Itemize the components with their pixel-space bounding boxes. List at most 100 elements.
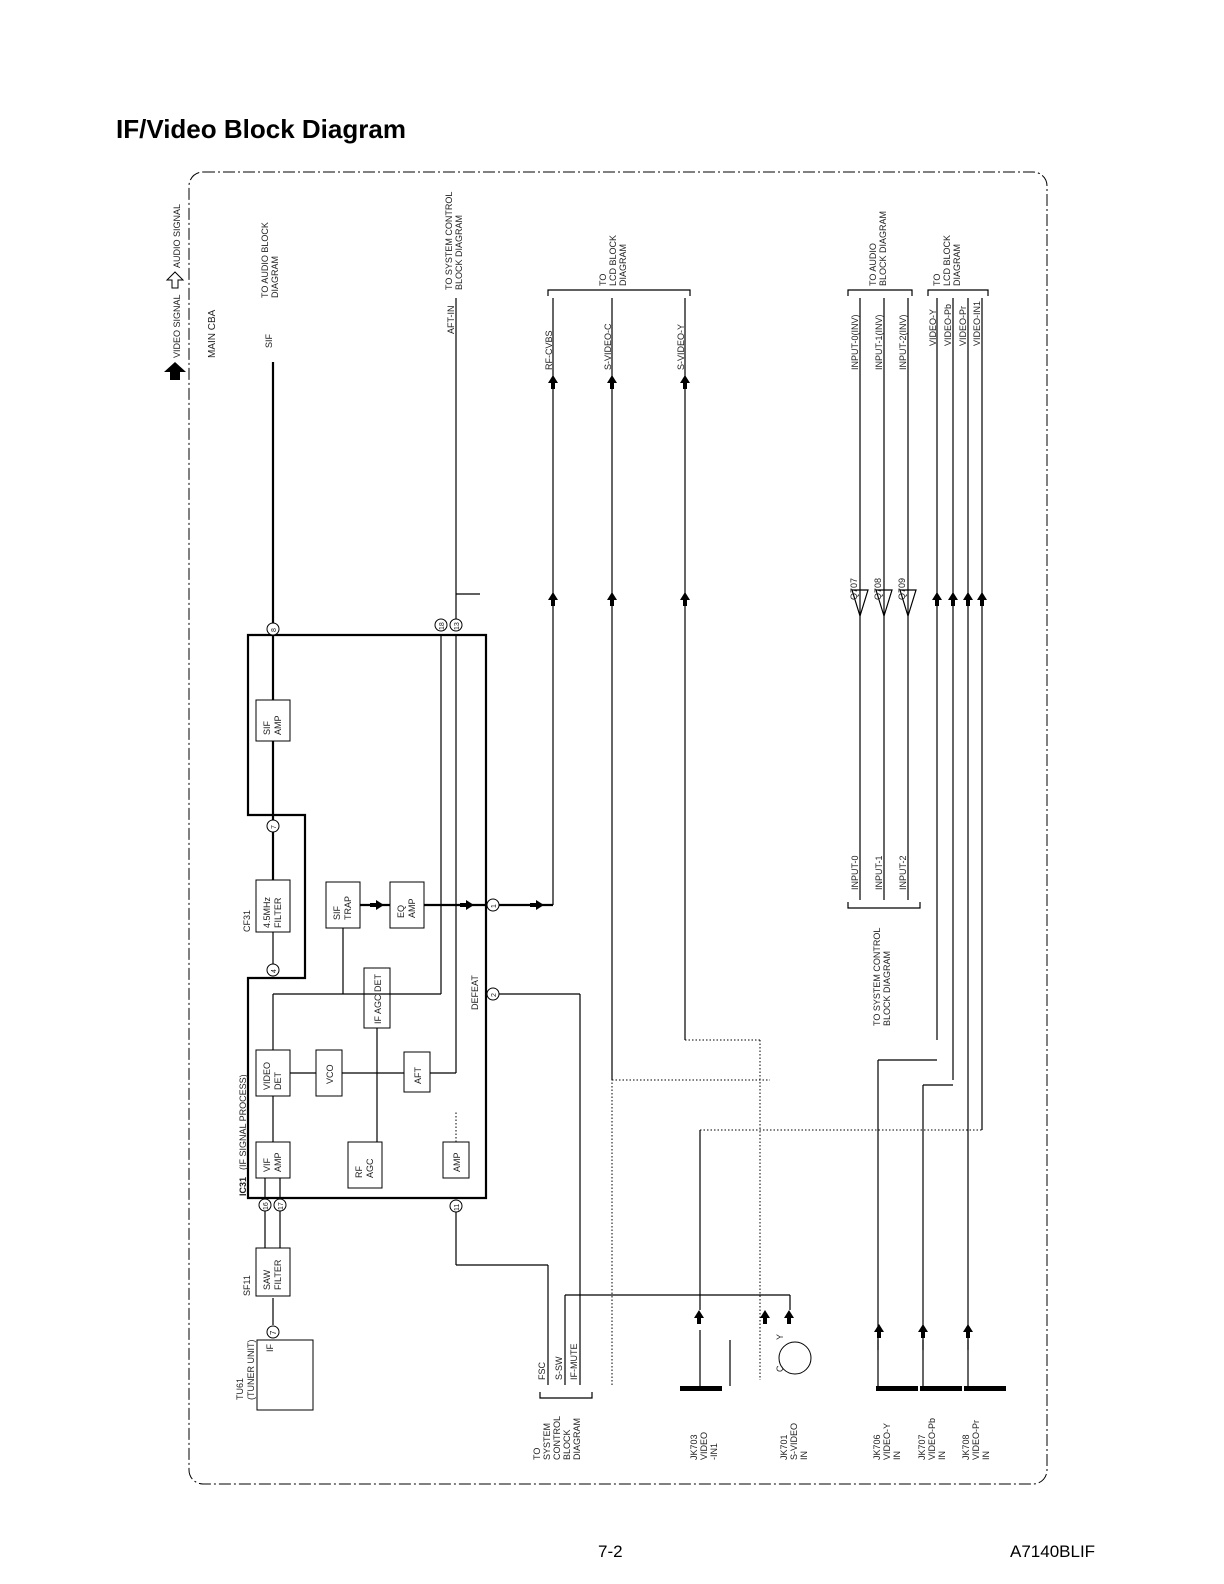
input0-label: INPUT-0 <box>850 855 860 890</box>
jk708-label-1: JK708 <box>961 1434 971 1460</box>
dest-lcd1-3: DIAGRAM <box>618 244 628 286</box>
jk701-label-1: JK701 <box>779 1434 789 1460</box>
dest-audio2-1: TO AUDIO <box>868 243 878 286</box>
f45-label-1: 4.5MHz <box>262 896 272 928</box>
input2-label: INPUT-2 <box>898 855 908 890</box>
vif-label-1: VIF <box>262 1157 272 1172</box>
vco-block <box>315 1049 343 1097</box>
dest-lcd1-1: TO <box>598 274 608 286</box>
aft-label: AFT <box>413 1066 423 1084</box>
dest-sysctl3-5: DIAGRAM <box>572 1418 582 1460</box>
vpb-label: VIDEO-Pb <box>943 304 953 346</box>
video-arrows <box>370 375 987 1338</box>
pin-label-11: 11 <box>454 1204 461 1211</box>
pin-label: 7 <box>269 1330 278 1335</box>
aftin-label: AFT-IN <box>446 306 456 335</box>
dest-sysctl2-1: TO SYSTEM CONTROL <box>872 928 882 1026</box>
dest-sysctl1-1: TO SYSTEM CONTROL <box>444 192 454 290</box>
dest-audio1-1: TO AUDIO BLOCK <box>260 222 270 298</box>
dest-sysctl3-4: BLOCK <box>562 1429 572 1460</box>
svy-label: S-VIDEO-Y <box>676 324 686 370</box>
rf-agc-block <box>347 1141 383 1189</box>
jack-jk706 <box>876 1386 918 1391</box>
jk706-label-2: VIDEO-Y <box>882 1423 892 1460</box>
sysctl2-bracket <box>847 902 921 909</box>
dest-lcd2-3: DIAGRAM <box>952 244 962 286</box>
video-signal-arrow-icon <box>164 362 186 380</box>
in0inv-label: INPUT-0(INV) <box>850 314 860 370</box>
pin-label-18: 18 <box>439 622 446 630</box>
f45-label-2: FILTER <box>273 897 283 928</box>
dest-sysctl3-1: TO <box>532 1448 542 1460</box>
aft-block <box>403 1051 431 1093</box>
sysctl3-bracket <box>539 1392 593 1399</box>
saw-label-1: SAW <box>262 1269 272 1290</box>
main-cba-frame <box>188 171 1048 1485</box>
jk708-label-3: IN <box>981 1451 991 1460</box>
pin-label-13: 13 <box>454 622 461 630</box>
eqamp-label-1: EQ <box>396 905 406 918</box>
rfagc-label-1: RF <box>354 1166 364 1178</box>
pin-label-7: 7 <box>271 825 278 829</box>
amp-block <box>442 1141 470 1179</box>
dest-lcd2-1: TO <box>932 274 942 286</box>
dest-audio2-2: BLOCK DIAGRAM <box>878 211 888 286</box>
sifamp-label-1: SIF <box>262 720 272 735</box>
input1-label: INPUT-1 <box>874 855 884 890</box>
pin-18 <box>434 618 448 632</box>
document-code: A7140BLIF <box>1010 1542 1096 1561</box>
jk707-label-3: IN <box>937 1451 947 1460</box>
tuner-desc: (TUNER UNIT) <box>246 1340 256 1401</box>
dest-sysctl3-2: SYSTEM <box>542 1423 552 1460</box>
svc-label: S-VIDEO-C <box>603 323 613 370</box>
jk703-label-3: -IN1 <box>709 1443 719 1460</box>
jk701-y: Y <box>775 1334 785 1340</box>
video-det-block <box>255 1049 291 1097</box>
eqamp-label-2: AMP <box>407 898 417 918</box>
ic31-desc: (IF SIGNAL PROCESS) <box>238 1074 248 1170</box>
vin1-label: VIDEO-IN1 <box>972 301 982 346</box>
sifamp-label-2: AMP <box>273 715 283 735</box>
ssw-label: S-SW <box>554 1356 564 1380</box>
ifagc-label: IF AGC DET <box>373 973 383 1024</box>
ic31-outline <box>246 633 488 1200</box>
jk701-label-2: S-VIDEO <box>789 1423 799 1460</box>
filter-45mhz-block <box>255 879 291 933</box>
ic31-name: IC31 <box>238 1177 248 1196</box>
in2inv-label: INPUT-2(INV) <box>898 314 908 370</box>
tuner-name: TU61 <box>235 1378 245 1400</box>
pin-label-4: 4 <box>271 969 278 973</box>
legend-audio-label: AUDIO SIGNAL <box>172 204 182 268</box>
amp-label: AMP <box>452 1152 462 1172</box>
board-label: MAIN CBA <box>207 309 218 358</box>
vy-label: VIDEO-Y <box>928 309 938 346</box>
jack-jk701-svideo <box>778 1341 812 1375</box>
lcd2-bracket <box>927 289 989 296</box>
page-title: IF/Video Block Diagram <box>116 114 406 144</box>
q709-label: Q709 <box>897 578 907 600</box>
fsc-label: FSC <box>537 1361 547 1380</box>
saw-filter-block <box>255 1247 291 1297</box>
page-number: 7-2 <box>598 1542 623 1561</box>
jk707-label-1: JK707 <box>917 1434 927 1460</box>
dest-lcd1-2: LCD BLOCK <box>608 235 618 286</box>
sif-amp-block <box>255 699 291 742</box>
jk701-label-3: IN <box>799 1451 809 1460</box>
sif-signal-label: SIF <box>264 333 274 348</box>
jack-jk708 <box>964 1386 1006 1391</box>
jk706-label-3: IN <box>892 1451 902 1460</box>
dest-audio1-2: DIAGRAM <box>270 256 280 298</box>
in1inv-label: INPUT-1(INV) <box>874 314 884 370</box>
tuner-if: IF <box>265 1343 275 1352</box>
dest-sysctl1-2: BLOCK DIAGRAM <box>454 215 464 290</box>
siftrap-label-1: SIF <box>332 905 342 920</box>
jk708-label-2: VIDEO-Pr <box>971 1420 981 1460</box>
sf11-label: SF11 <box>242 1275 252 1296</box>
sif-trap-block <box>325 881 361 929</box>
saw-label-2: FILTER <box>273 1259 283 1290</box>
q708-label: Q708 <box>873 578 883 600</box>
rfagc-label-2: AGC <box>365 1158 375 1178</box>
legend: VIDEO SIGNAL AUDIO SIGNAL MAIN CBA <box>164 204 218 380</box>
vif-label-2: AMP <box>273 1152 283 1172</box>
